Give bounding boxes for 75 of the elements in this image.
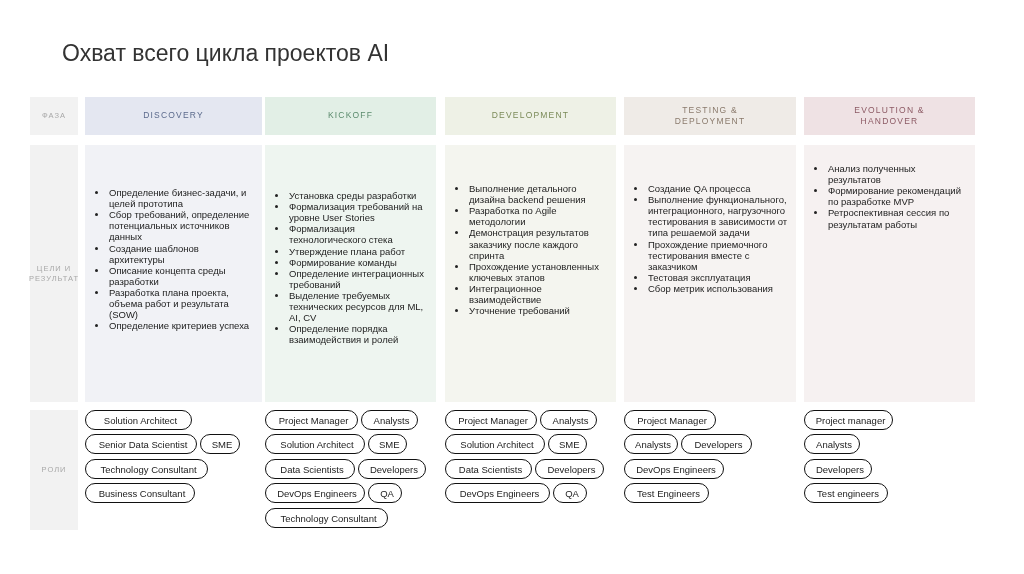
list-item: Определение порядка взаимодействия и ролей — [289, 323, 399, 346]
list-item: Прохождение установленных ключевых этапов — [469, 260, 599, 283]
list-item: Формирование рекомендаций по разработке MVP — [828, 185, 961, 208]
list-item: Прохождение приемочного тестирования вместе с заказчиком — [648, 238, 768, 272]
goals-panel — [445, 145, 616, 402]
role-pill: Developers — [681, 434, 752, 454]
list-item: Описание концепта среды разработки — [109, 264, 226, 287]
role-pill: Project Manager — [624, 410, 716, 430]
role-pill: Solution Architect — [85, 410, 192, 430]
list-item: Анализ полученных результатов — [828, 163, 916, 186]
role-pill: Senior Data Scientist — [85, 434, 197, 454]
phase-title: EVOLUTION & HANDOVER — [853, 104, 926, 128]
phase-header — [804, 97, 975, 135]
list-item: Определение бизнес-задачи, и целей прототипа — [109, 187, 247, 210]
role-pill: Data Scientists — [445, 459, 532, 479]
role-pill: Analysts — [804, 434, 860, 454]
list-item: Демонстрация результатов заказчику после каждого спринта — [469, 227, 589, 261]
list-item: Тестовая эксплуатация — [648, 271, 751, 283]
phase-header — [85, 97, 262, 135]
role-pill: Analysts — [540, 410, 597, 430]
phase-header — [265, 97, 436, 135]
role-pill: Technology Consultant — [265, 508, 388, 528]
slide-title: Охват всего цикла проектов AI — [62, 40, 390, 67]
list-item: Интеграционное взаимодействие — [469, 283, 542, 306]
phase-title: KICKOFF — [327, 110, 374, 122]
list-item: Уточнение требований — [469, 305, 570, 317]
role-pill: QA — [368, 483, 402, 503]
role-pill: SME — [200, 434, 240, 454]
role-pill: DevOps Engineers — [624, 459, 724, 479]
list-item: Создание шаблонов архитектуры — [109, 242, 199, 265]
list-item: Разработка плана проекта, объема работ и результата (SOW) — [109, 287, 229, 321]
list-item: Формализация требований на уровне User Stories — [289, 201, 423, 224]
role-pill: Analysts — [624, 434, 678, 454]
role-pill: Data Scientists — [265, 459, 355, 479]
role-pill: SME — [548, 434, 587, 454]
goals-panel — [265, 145, 436, 402]
phase-header — [445, 97, 616, 135]
phase-header — [624, 97, 796, 135]
list-item: Установка среды разработки — [289, 190, 417, 201]
list-item: Создание QA процесса — [648, 183, 751, 194]
role-pill: Project Manager — [265, 410, 358, 430]
role-pill: DevOps Engineers — [265, 483, 365, 503]
list-item: Формирование команды — [289, 256, 397, 268]
phase-title: DEVELOPMENT — [491, 110, 570, 122]
list-item: Формализация технологического стека — [289, 223, 393, 246]
goals-panel — [85, 145, 262, 402]
role-pill: DevOps Engineers — [445, 483, 550, 503]
role-pill: Analysts — [361, 410, 418, 430]
role-pill: SME — [368, 434, 407, 454]
role-pill: Solution Architect — [265, 434, 365, 454]
role-pill: Test engineers — [804, 483, 888, 503]
list-item: Утверждение плана работ — [289, 245, 406, 257]
list-item: Выполнение функционального, интеграционного, нагрузочного тестирования в зависимости от типа решаемой задачи — [648, 194, 788, 239]
phase-title: TESTING & DEPLOYMENT — [673, 104, 747, 128]
list-item: Определение интеграционных требований — [289, 267, 424, 290]
role-pill: QA — [553, 483, 587, 503]
role-pill: Project manager — [804, 410, 893, 430]
list-item: Ретроспективная сессия по результатам работы — [828, 207, 950, 230]
list-item: Сбор метрик использования — [648, 283, 773, 294]
role-pill: Developers — [358, 459, 426, 479]
role-pill: Technology Consultant — [85, 459, 208, 479]
list-item: Выполнение детального дизайна backend решения — [469, 183, 586, 206]
goals-panel — [804, 145, 975, 402]
goals-panel — [624, 145, 796, 402]
role-pill: Project Manager — [445, 410, 537, 430]
role-pill: Solution Architect — [445, 434, 545, 454]
role-pill: Developers — [535, 459, 604, 479]
list-item: Определение критериев успеха — [109, 320, 250, 332]
list-item: Разработка по Agile методологии — [469, 205, 557, 228]
role-pill: Business Consultant — [85, 483, 195, 503]
list-item: Сбор требований, определение потенциальных источников данных — [109, 209, 250, 243]
list-item: Выделение требуемых технических ресурсов для ML, AI, CV — [289, 290, 424, 324]
role-pill: Developers — [804, 459, 872, 479]
role-pill: Test Engineers — [624, 483, 709, 503]
phase-title: DISCOVERY — [143, 110, 204, 122]
